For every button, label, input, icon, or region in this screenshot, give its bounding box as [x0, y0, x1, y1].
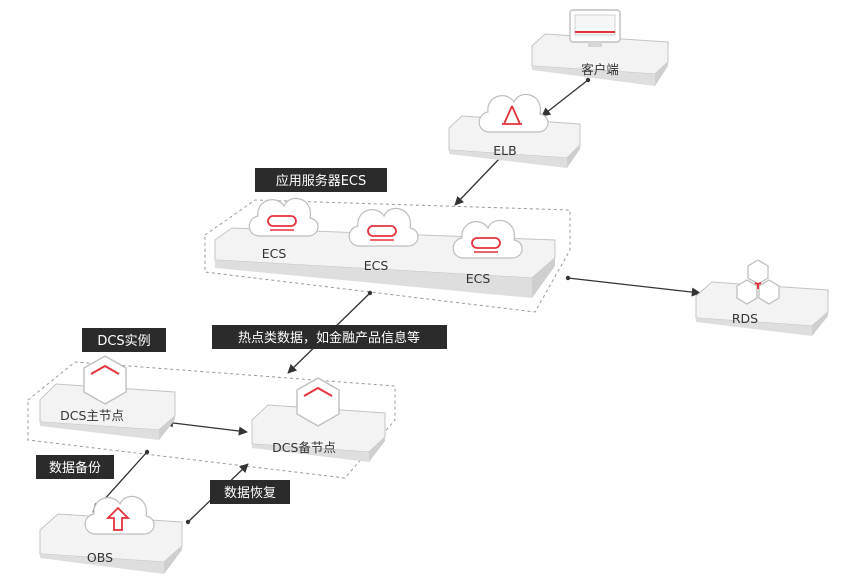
rds-label: RDS: [732, 311, 758, 326]
obs-label: OBS: [87, 550, 113, 565]
ecs-node[interactable]: ECS ECS ECS: [214, 197, 556, 298]
edge-elb-ecs: [454, 157, 501, 206]
rds-node[interactable]: RDS: [695, 259, 829, 336]
tag-dcs-instance: DCS实例: [82, 328, 166, 352]
tag-data-backup: 数据备份: [36, 455, 114, 479]
dcs-standby-node[interactable]: DCS备节点: [251, 377, 386, 462]
ecs-group-box: [204, 199, 571, 313]
tag-hot-data-text: 热点类数据，如金融产品信息等: [238, 330, 420, 346]
tag-app-server-text: 应用服务器ECS: [276, 173, 367, 189]
edge-ecs-rds: [567, 277, 701, 297]
ecs-cloud-icon-2: [348, 207, 419, 247]
elb-cloud-icon: [478, 93, 549, 133]
tag-dcs-instance-text: DCS实例: [97, 334, 150, 349]
monitor-icon: [569, 9, 621, 47]
ecs-label-2: ECS: [364, 258, 389, 273]
tag-data-backup-text: 数据备份: [49, 460, 101, 476]
ecs-label-3: ECS: [466, 271, 491, 286]
ecs-cloud-icon-3: [452, 219, 523, 259]
ecs-cloud-icon-1: [248, 197, 319, 237]
elb-node[interactable]: ELB: [448, 93, 581, 168]
dcs-group-box: [27, 361, 396, 479]
dcs-standby-label: DCS备节点: [272, 440, 336, 455]
obs-upload-cloud-icon: [84, 495, 155, 535]
connections: [92, 77, 701, 525]
dcs-master-node[interactable]: DCS主节点: [39, 355, 176, 440]
tag-data-restore: 数据恢复: [210, 480, 290, 504]
edge-master-standby: [164, 418, 248, 436]
client-label: 客户端: [581, 62, 619, 77]
tag-app-server: 应用服务器ECS: [255, 168, 387, 192]
obs-node[interactable]: OBS: [39, 495, 183, 574]
elb-label: ELB: [493, 143, 516, 158]
tag-data-restore-text: 数据恢复: [224, 486, 276, 501]
dcs-master-label: DCS主节点: [60, 408, 124, 423]
client-node[interactable]: 客户端: [531, 9, 669, 86]
edge-client-elb: [541, 79, 589, 117]
ecs-label-1: ECS: [262, 246, 287, 261]
tag-hot-data: 热点类数据，如金融产品信息等: [212, 325, 447, 349]
rds-hexagons-icon: [736, 259, 780, 305]
